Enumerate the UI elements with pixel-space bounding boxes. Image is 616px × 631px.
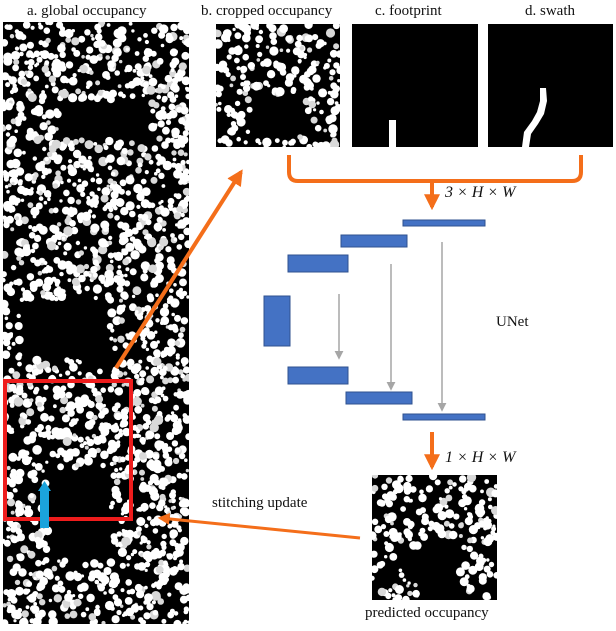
- swath-map: [488, 24, 613, 147]
- encoder-layer-2: [340, 234, 408, 248]
- output-shape-label: 1 × H × W: [445, 449, 516, 466]
- input-bracket: [287, 155, 583, 183]
- cropped-occupancy-map: [216, 24, 340, 147]
- decoder-layer-2: [345, 391, 413, 405]
- swath-path: [522, 88, 547, 147]
- encoder-layer-1: [287, 254, 349, 273]
- crop-arrow: [114, 169, 243, 370]
- crop-window-box: [3, 379, 133, 521]
- cropped-occupancy-label: b. cropped occupancy: [201, 3, 333, 19]
- unet-decoder: [287, 366, 486, 421]
- swath-label: d. swath: [525, 3, 575, 19]
- decoder-layer-1: [287, 366, 349, 385]
- footprint-map: [352, 24, 478, 147]
- unet-label: UNet: [496, 314, 529, 330]
- bottleneck-layer: [402, 219, 486, 227]
- global-occupancy-label: a. global occupancy: [27, 3, 147, 19]
- stitching-arrow: [157, 512, 361, 540]
- skip-connections: [334, 242, 447, 412]
- footprint-label: c. footprint: [375, 3, 442, 19]
- input-shape-label: 3 × H × W: [445, 184, 516, 201]
- stitching-update-label: stitching update: [212, 495, 308, 511]
- unet-input-layer: [263, 295, 291, 347]
- predicted-occupancy-label: predicted occupancy: [365, 605, 489, 621]
- unet-encoder: [263, 219, 486, 347]
- robot-marker: [38, 481, 51, 528]
- output-layer: [402, 413, 486, 421]
- predicted-occupancy-map: [372, 475, 497, 600]
- footprint-mark: [389, 120, 396, 147]
- global-occupancy-map: [3, 22, 189, 624]
